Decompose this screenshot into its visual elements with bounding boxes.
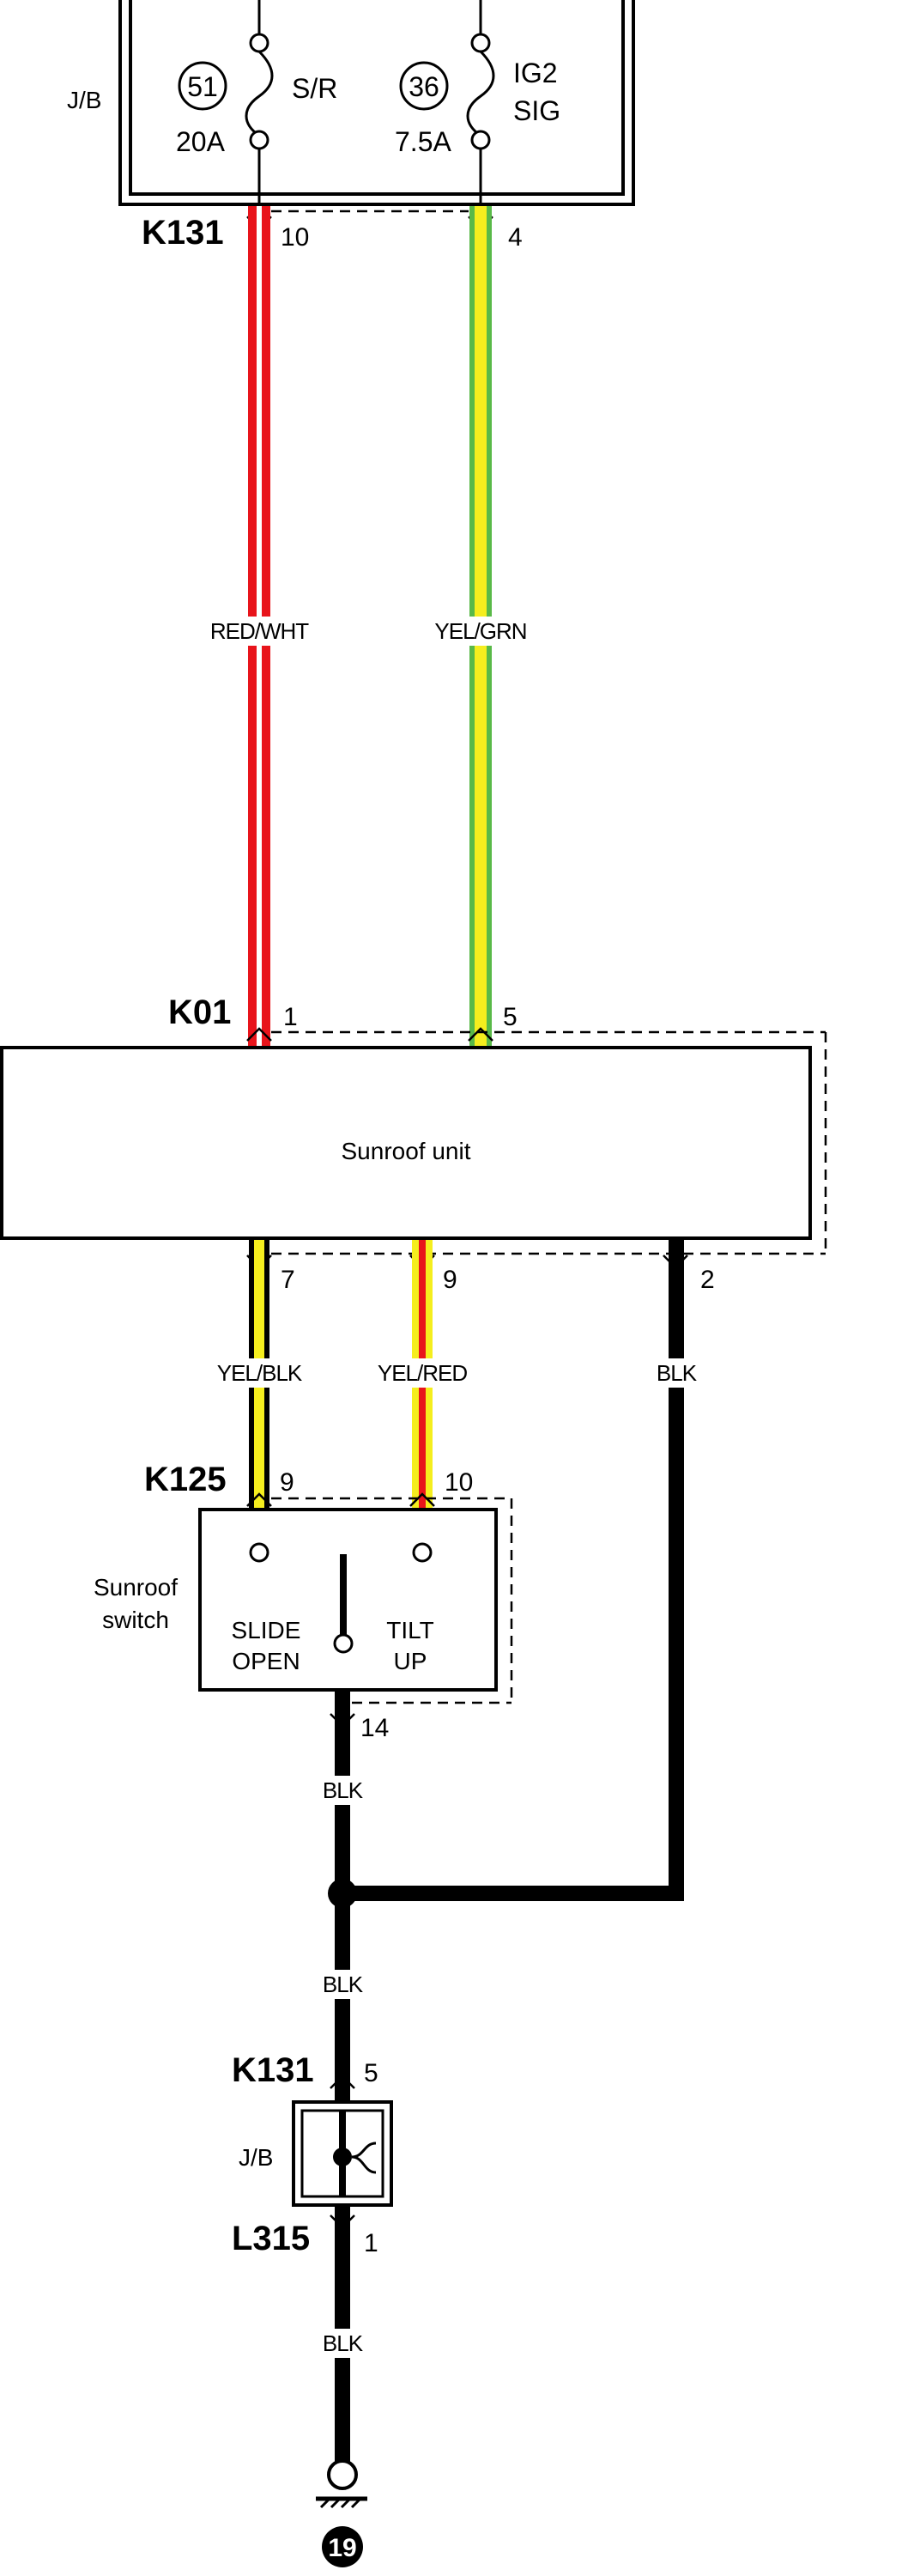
wire-label-blk-unit: BLK [657, 1360, 698, 1386]
sunroof-switch-label-line1: Sunroof [94, 1574, 178, 1601]
k01-pin-2: 2 [700, 1266, 715, 1294]
l315-pin-1: 1 [364, 2229, 378, 2257]
ground-symbol [316, 2459, 367, 2567]
l315-name: L315 [232, 2220, 310, 2257]
k01-name: K01 [168, 993, 231, 1031]
wire-label-yel-grn: YEL/GRN [434, 618, 526, 644]
k131-top-pin-4: 4 [508, 223, 523, 252]
wire-label-blk-ground: BLK [323, 2330, 364, 2356]
ground-number: 19 [328, 2534, 356, 2562]
fuse-51-rating: 20A [176, 126, 226, 157]
connector-k131-top [246, 206, 493, 219]
wire-label-red-wht: RED/WHT [210, 618, 309, 644]
connector-k125 [246, 1492, 513, 1704]
slide-open-label-line1: SLIDE [232, 1617, 301, 1643]
tilt-up-label-line2: UP [394, 1648, 427, 1674]
wire-label-yel-blk: YEL/BLK [217, 1360, 303, 1386]
fuse-36-name-line1: IG2 [513, 58, 558, 88]
fuse-36-name-line2: SIG [513, 95, 560, 126]
sunroof-unit-box [0, 1046, 812, 1240]
fuse-51 [178, 0, 274, 204]
wire-blk-unit [669, 1240, 684, 1901]
slide-open-label-line2: OPEN [232, 1648, 300, 1674]
fuse-36 [399, 0, 495, 204]
switch-contacts [249, 1542, 433, 1654]
k01-pin-9: 9 [443, 1266, 457, 1294]
junction-box-bottom [292, 2100, 393, 2207]
fuse-51-name: S/R [292, 73, 337, 104]
wire-blk-joint-horizontal [343, 1886, 684, 1901]
fuse-36-number: 36 [409, 71, 439, 102]
sunroof-unit-label: Sunroof unit [342, 1138, 471, 1164]
k125-pin-14: 14 [360, 1714, 389, 1742]
jb-label-top: J/B [67, 87, 101, 113]
sunroof-switch-box [198, 1508, 498, 1692]
k01-pin-7: 7 [281, 1266, 295, 1294]
k131-top-pin-10: 10 [281, 223, 309, 252]
k125-name: K125 [144, 1461, 227, 1498]
k131-bottom-pin-5: 5 [364, 2059, 378, 2087]
splice-joint [328, 1879, 357, 1908]
k125-pin-10: 10 [445, 1468, 473, 1497]
connector-k01-top [246, 1027, 827, 1254]
k131-bottom-name: K131 [232, 2051, 314, 2089]
jb-label-bottom: J/B [239, 2144, 273, 2171]
k125-pin-9: 9 [280, 1468, 294, 1497]
fuse-36-rating: 7.5A [395, 126, 451, 157]
wire-label-blk-joint: BLK [323, 1971, 364, 1997]
k01-pin-5: 5 [503, 1003, 518, 1031]
connector-k01-bottom [246, 1252, 826, 1269]
k01-pin-1: 1 [283, 1003, 298, 1031]
junction-box-top [118, 0, 635, 206]
tilt-up-label-line1: TILT [386, 1617, 433, 1643]
wire-label-blk-switch: BLK [323, 1777, 364, 1803]
k131-top-name: K131 [142, 214, 224, 252]
fuse-51-number: 51 [187, 71, 218, 102]
wire-label-yel-red: YEL/RED [378, 1360, 467, 1386]
k131-bottom-marker [330, 2075, 355, 2089]
l315-marker [330, 2215, 355, 2229]
sunroof-switch-label-line2: switch [102, 1607, 169, 1633]
